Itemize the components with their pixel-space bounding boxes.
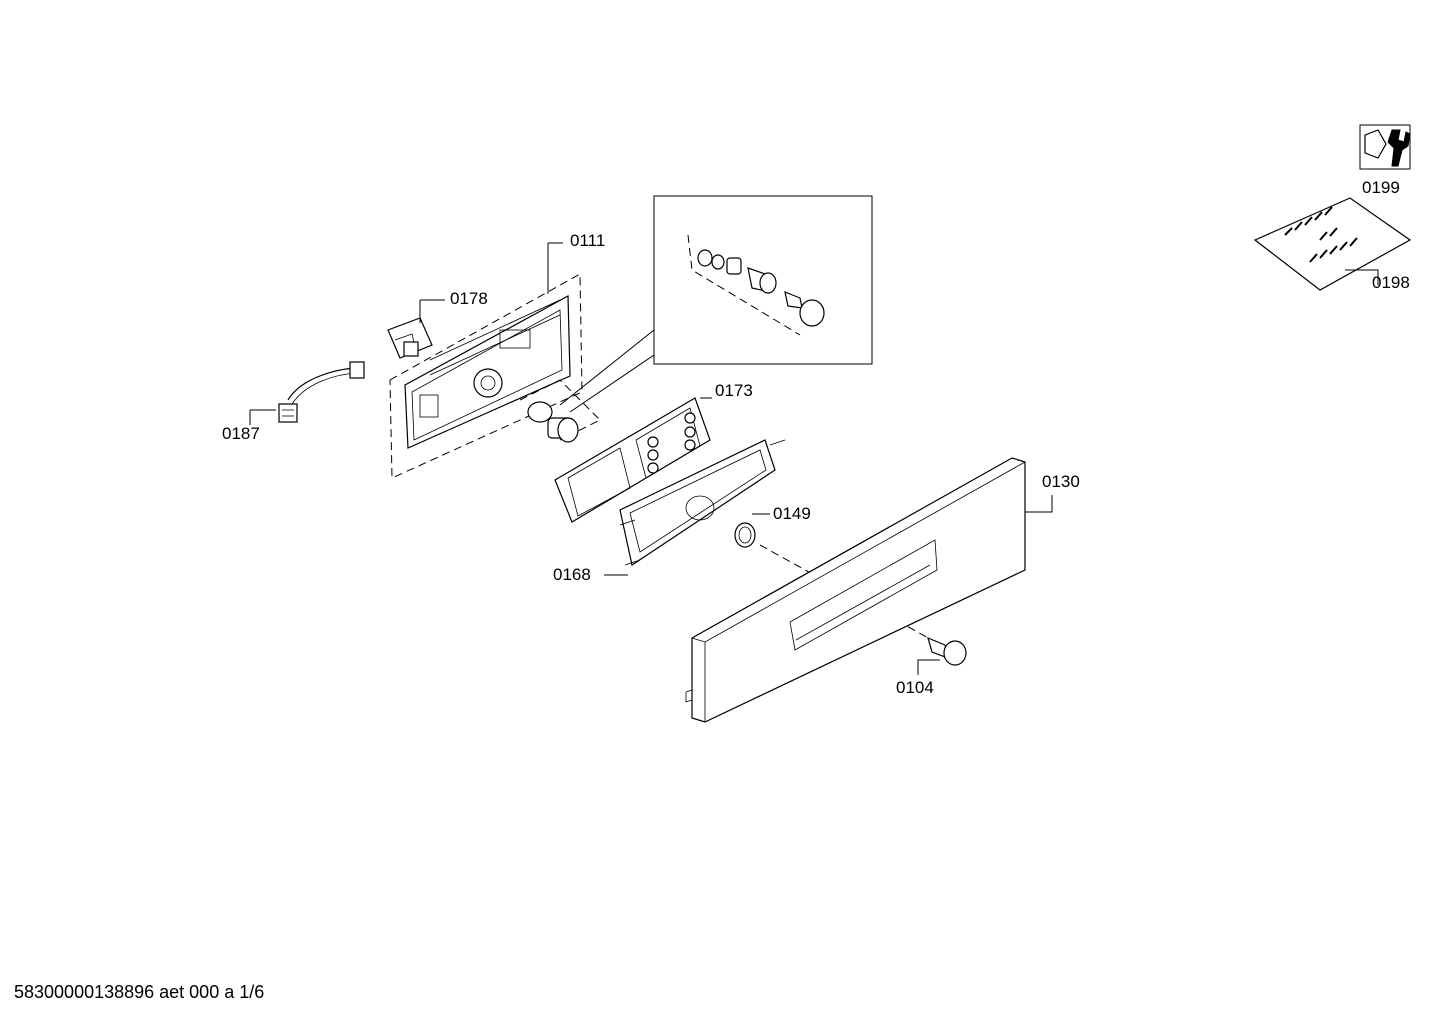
label-0104: 0104 [896, 678, 934, 697]
part-0149-ring [734, 513, 770, 548]
label-0149: 0149 [773, 504, 811, 523]
part-0187-cable [249, 361, 365, 425]
screw-bag-icon [1253, 197, 1412, 291]
label-0130: 0130 [1042, 472, 1080, 491]
label-0168: 0168 [553, 565, 591, 584]
label-0111: 0111 [570, 231, 605, 250]
label-0199: 0199 [1362, 178, 1400, 197]
wrench-nut-icon [1359, 124, 1411, 170]
label-0198: 0198 [1372, 273, 1410, 292]
part-0168-panel-frame [604, 439, 786, 576]
detail-inset [559, 195, 873, 413]
label-0178: 0178 [450, 289, 488, 308]
part-0130-facia-panel [685, 457, 1053, 723]
label-0173: 0173 [715, 381, 753, 400]
part-0173-panel-board [554, 397, 712, 523]
document-id: 58300000138896 aet 000 a 1/6 [14, 982, 264, 1002]
part-0104-knob [917, 636, 967, 675]
part-0178-switch [387, 299, 445, 359]
part-0111-control-module [389, 242, 601, 479]
label-0187: 0187 [222, 424, 260, 443]
